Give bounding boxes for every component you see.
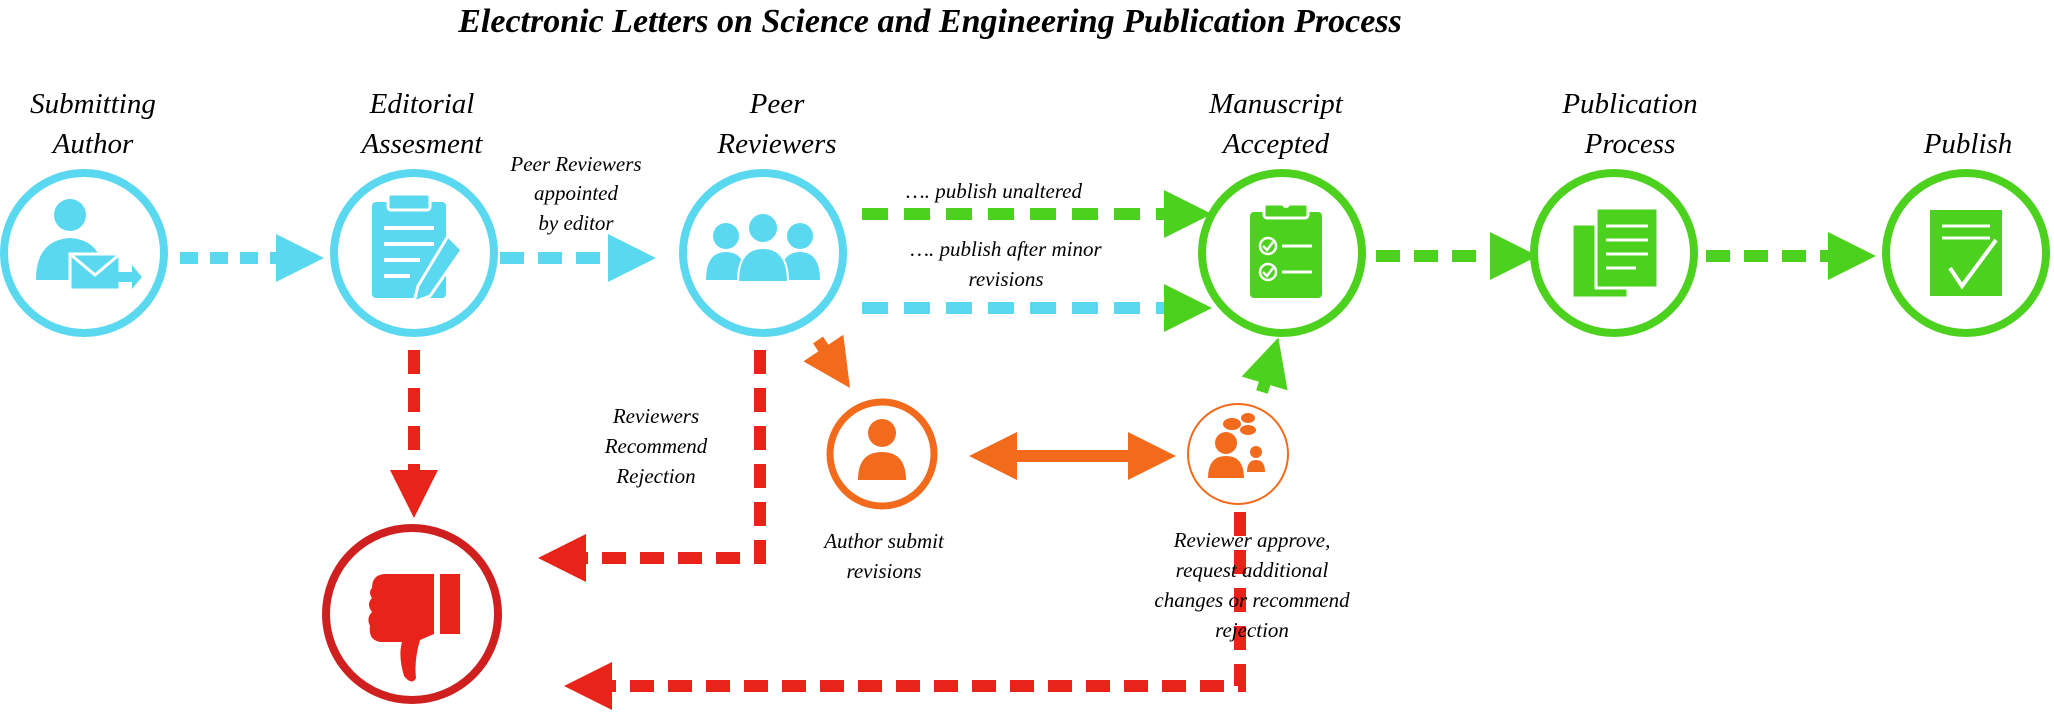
stage-label-publication-process: Publication Process (1561, 88, 1697, 160)
arrow-approve-to-rejection (564, 512, 1246, 710)
arrow-approve-to-accepted (1241, 337, 1288, 394)
node-publish (1882, 169, 2050, 337)
label-author-submit: Author submit revisions (822, 529, 945, 583)
svg-text:Publication: Publication (1561, 88, 1697, 120)
edge-label-reject: Reviewers Recommend Rejection (604, 404, 708, 488)
node-editorial-assesment (330, 169, 498, 337)
node-reviewer-approve (1187, 403, 1289, 505)
edge-label-minor: …. publish after minor revisions (910, 237, 1102, 291)
svg-text:Publish: Publish (1923, 128, 2013, 160)
checkmark-document-icon (1930, 210, 2002, 296)
svg-text:changes or recommend: changes or recommend (1154, 588, 1350, 612)
clipboard-pen-icon (372, 192, 464, 305)
edge-label-appointed: Peer Reviewers appointed by editor (509, 152, 641, 235)
discussion-icon (1208, 413, 1265, 478)
arrow-reviewers-to-rejection (538, 350, 766, 582)
svg-text:by editor: by editor (538, 211, 614, 235)
svg-text:Author submit: Author submit (822, 529, 945, 553)
svg-text:Editorial: Editorial (369, 88, 475, 120)
svg-text:Submitting: Submitting (30, 88, 156, 120)
svg-text:…. publish after minor: …. publish after minor (910, 237, 1102, 261)
svg-text:Reviewers: Reviewers (612, 404, 699, 428)
documents-icon (1570, 206, 1660, 300)
node-rejection (322, 524, 502, 704)
node-publication-process (1530, 169, 1698, 337)
node-author-submit (826, 398, 938, 510)
svg-text:appointed: appointed (534, 181, 618, 205)
label-reviewer-approve: Reviewer approve, request additional cha… (1154, 528, 1350, 642)
svg-text:Manuscript: Manuscript (1208, 88, 1344, 120)
node-manuscript-accepted (1198, 169, 1366, 337)
svg-text:Reviewer approve,: Reviewer approve, (1173, 528, 1331, 552)
node-peer-reviewers (679, 169, 847, 337)
svg-text:request additional: request additional (1176, 558, 1329, 582)
stage-label-peer-reviewers: Peer Reviewers (716, 88, 836, 160)
svg-text:rejection: rejection (1215, 618, 1289, 642)
svg-text:Accepted: Accepted (1221, 128, 1330, 160)
svg-text:Recommend: Recommend (604, 434, 708, 458)
svg-text:revisions: revisions (846, 559, 921, 583)
diagram-title: Electronic Letters on Science and Engine… (457, 3, 1402, 40)
svg-text:revisions: revisions (968, 267, 1043, 291)
svg-text:Process: Process (1584, 128, 1676, 160)
author-mail-icon (36, 199, 142, 292)
svg-text:…. publish unaltered: …. publish unaltered (906, 179, 1082, 203)
stage-label-manuscript-accepted: Manuscript Accepted (1208, 88, 1344, 160)
arrow-reviewers-to-author (803, 334, 850, 388)
svg-text:Reviewers: Reviewers (716, 128, 836, 160)
node-submitting-author (0, 169, 168, 337)
svg-text:Peer: Peer (749, 88, 805, 120)
thumbs-down-icon (368, 574, 460, 682)
checklist-icon (1250, 200, 1322, 298)
svg-text:Rejection: Rejection (615, 464, 695, 488)
person-icon (858, 419, 906, 480)
stage-label-submitting-author: Submitting Author (30, 88, 156, 160)
stage-label-publish: Publish (1923, 128, 2013, 160)
svg-text:Peer Reviewers: Peer Reviewers (509, 152, 641, 176)
svg-text:Assesment: Assesment (360, 128, 484, 160)
group-icon (706, 212, 820, 283)
edge-label-unaltered: …. publish unaltered (906, 179, 1082, 203)
stage-label-editorial-assesment: Editorial Assesment (360, 88, 484, 160)
svg-text:Author: Author (51, 128, 134, 160)
